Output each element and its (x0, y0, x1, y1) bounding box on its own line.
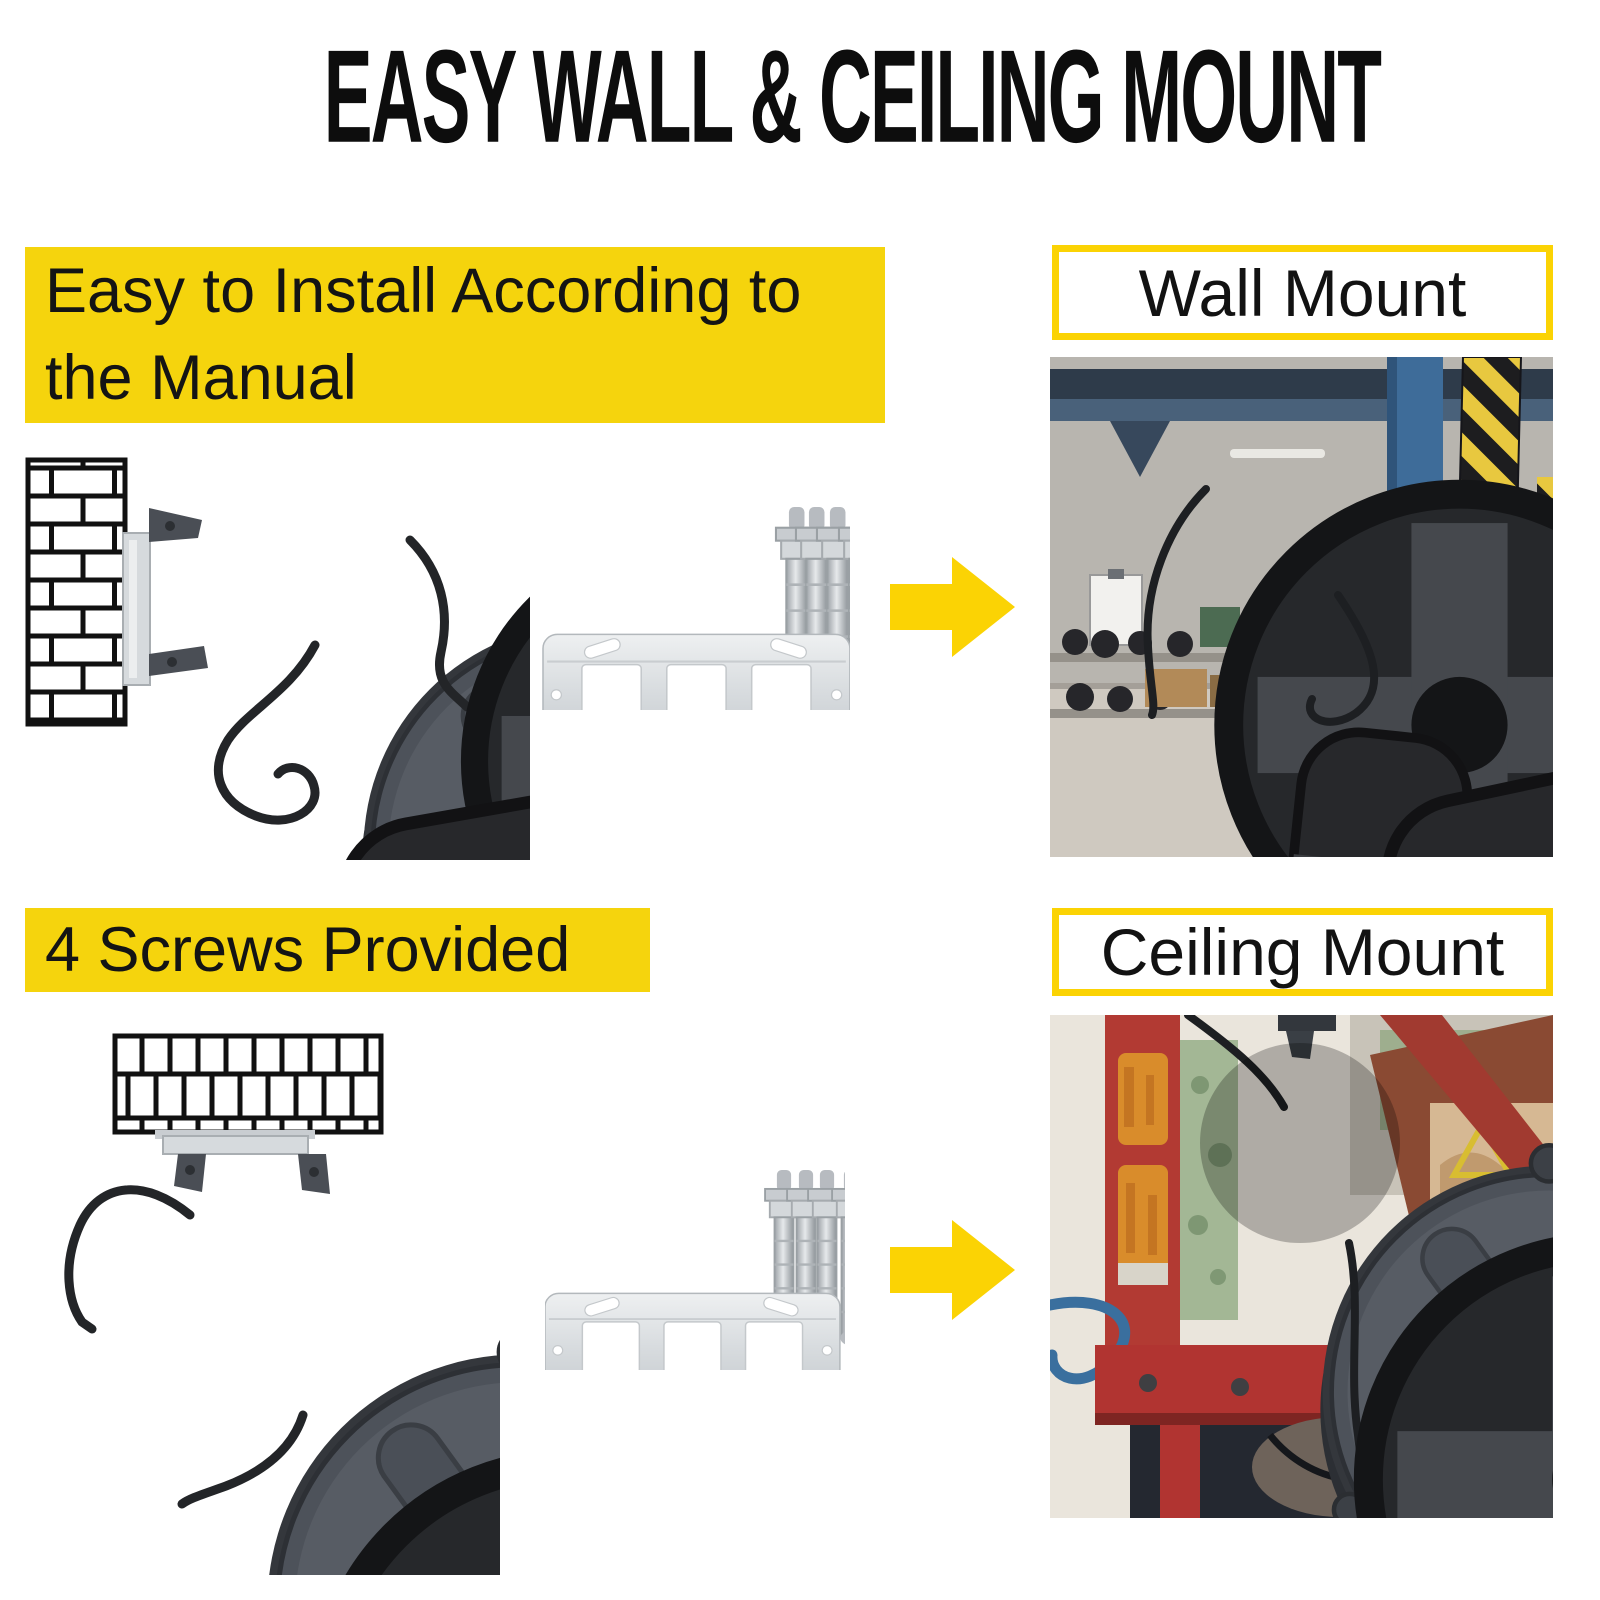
mounting-hardware-bottom (545, 1169, 845, 1370)
ceiling-install-illustration (64, 1033, 500, 1575)
brick-wall-drawing (28, 460, 125, 724)
ceiling-brick-drawing (115, 1036, 381, 1132)
plug-cord (213, 640, 320, 825)
page-title: EASY WALL & CEILING MOUNT (0, 31, 1600, 163)
power-cord (405, 535, 472, 712)
mounting-plate (542, 633, 850, 710)
mounting-hardware-top (542, 506, 850, 710)
plug-cord (64, 1185, 195, 1334)
power-cord (177, 1410, 308, 1509)
screws-provided-label: 4 Screws Provided (25, 908, 650, 992)
install-instruction-label: Easy to Install According to the Manual (25, 247, 885, 423)
arrow-right-icon (890, 557, 1015, 657)
arrow-right-icon (890, 1220, 1015, 1320)
mounting-plate (545, 1292, 841, 1370)
ceiling-mount-label: Ceiling Mount (1052, 908, 1553, 996)
wall-mount-photo (1050, 357, 1553, 857)
wall-install-illustration (25, 457, 530, 860)
ceiling-bracket (162, 1135, 309, 1155)
ceiling-mount-photo (1050, 1015, 1553, 1518)
page-title-text: EASY WALL & CEILING MOUNT (323, 23, 1382, 171)
wall-mount-label: Wall Mount (1052, 245, 1553, 340)
